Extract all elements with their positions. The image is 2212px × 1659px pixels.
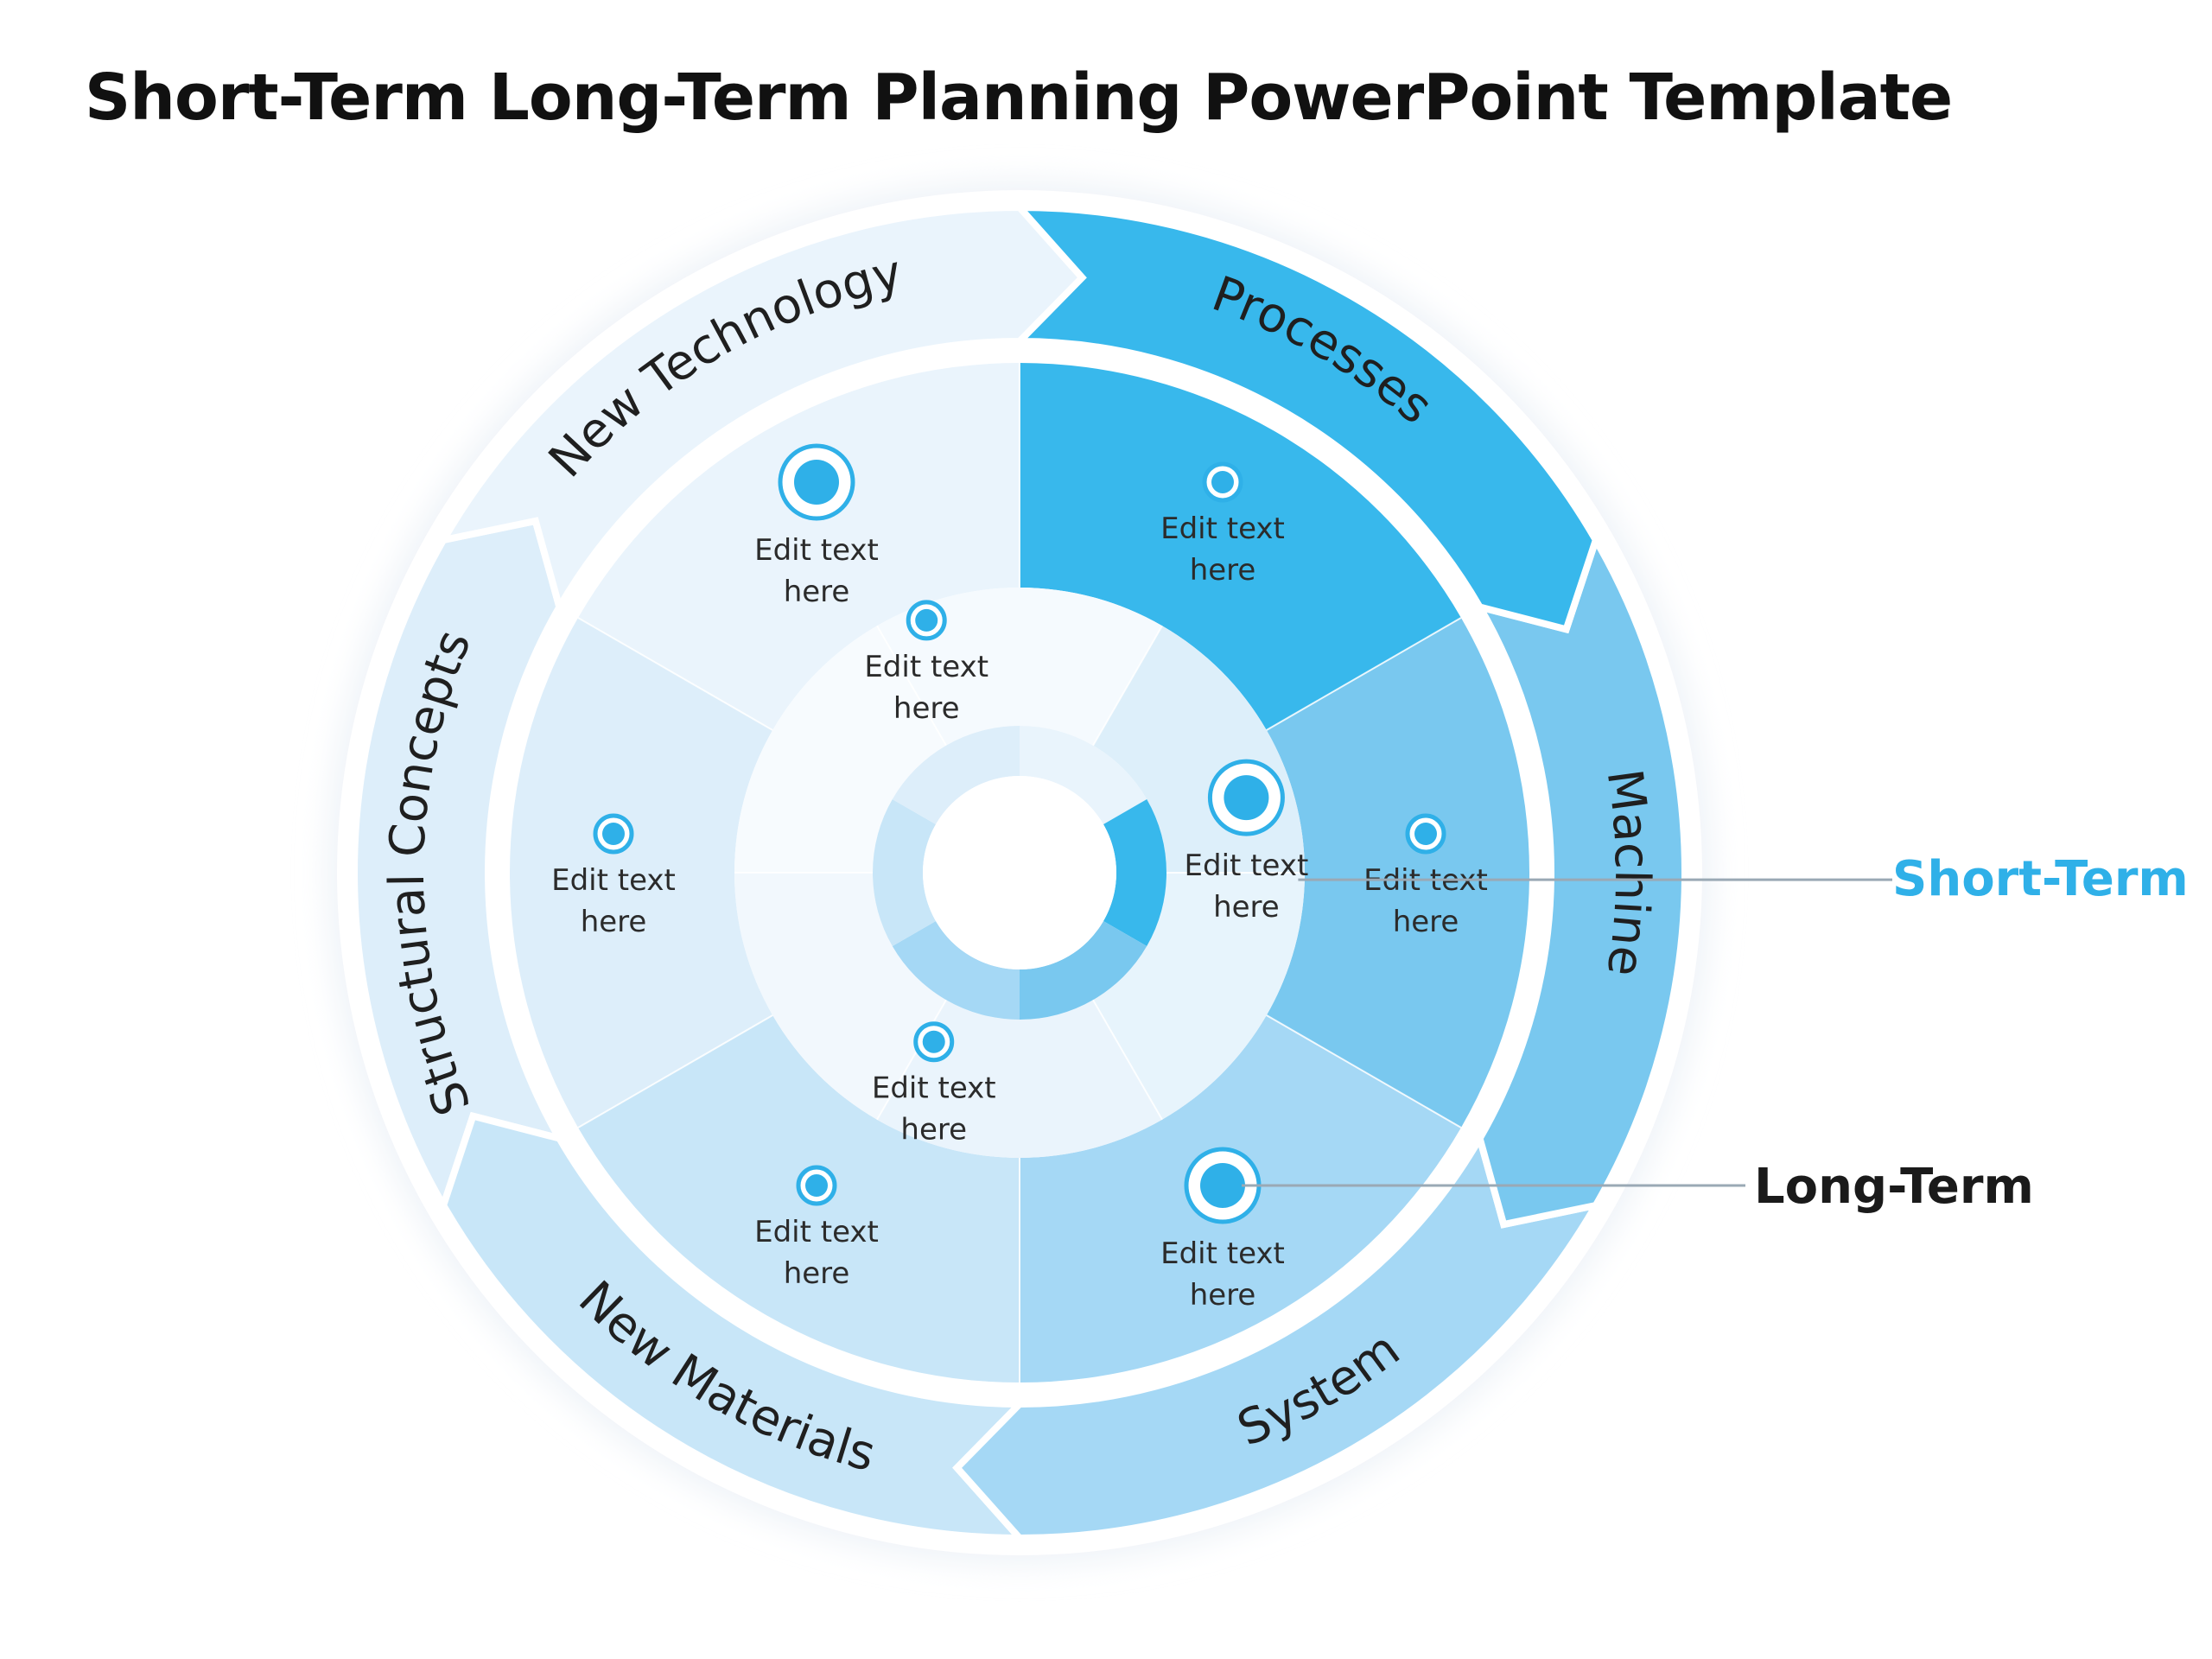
- middle-segment: [578, 363, 1020, 730]
- marker-dot-icon: [593, 813, 634, 855]
- marker-dot-icon: [796, 1165, 837, 1206]
- segment-divider: [1266, 617, 1462, 731]
- long-term-label: Long-Term: [1754, 1159, 2034, 1215]
- segment-divider: [876, 625, 947, 747]
- segment-divider: [876, 999, 947, 1121]
- outer-segment-label: Machine: [1595, 766, 1660, 980]
- outer-ring: [351, 203, 1688, 1542]
- inner-segment: [877, 587, 1162, 746]
- middle-segment: [578, 1015, 1020, 1382]
- middle-segment: [510, 618, 773, 1128]
- middle-ring: [510, 363, 1529, 1382]
- core-segment: [1020, 921, 1147, 1020]
- inner-segment: [734, 873, 946, 1120]
- segment-divider: [577, 617, 773, 731]
- segment-divider: [577, 1014, 773, 1128]
- slide-title: Short-Term Long-Term Planning PowerPoint…: [85, 60, 1953, 135]
- short-term-label: Short-Term: [1892, 851, 2189, 907]
- marker-dot-icon: [1184, 1147, 1262, 1224]
- segment-divider: [1266, 1014, 1462, 1128]
- core-segment: [892, 921, 1020, 1020]
- marker-dot-icon: [778, 443, 855, 521]
- segment-divider: [1092, 625, 1163, 747]
- marker-dot-icon: [906, 600, 947, 641]
- segment-divider: [1092, 999, 1163, 1121]
- marker-dot-icon: [1202, 461, 1243, 503]
- outer-arrow-system: [952, 1129, 1603, 1542]
- core-segment: [1103, 799, 1166, 946]
- radial-dividers: [577, 363, 1462, 1382]
- core-segment: [1020, 726, 1147, 824]
- core-ring: [873, 726, 1166, 1020]
- inner-ring: [734, 587, 1305, 1158]
- inner-segment: [734, 626, 946, 873]
- marker-dot-icon: [1207, 759, 1285, 836]
- inner-segment: [1093, 873, 1305, 1120]
- marker-dot-icon: [913, 1021, 955, 1063]
- markers: [593, 443, 1446, 1224]
- marker-dot-icon: [1405, 813, 1446, 855]
- core-segment: [873, 799, 937, 946]
- middle-segment: [1266, 618, 1529, 1128]
- core-segment: [892, 726, 1020, 824]
- outer-arrow-new-materials: [439, 1111, 1028, 1542]
- outer-arrow-machine: [1472, 531, 1688, 1229]
- outer-arrow-processes: [1011, 203, 1600, 634]
- middle-segment: [1020, 363, 1461, 730]
- center-hole: [923, 776, 1116, 969]
